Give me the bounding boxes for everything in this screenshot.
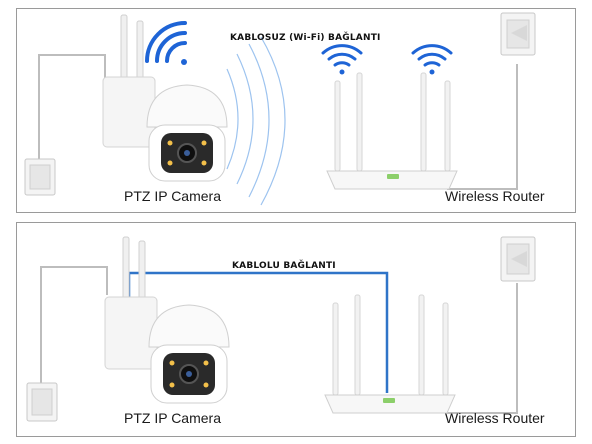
router-icon	[326, 72, 458, 190]
camera-label: PTZ IP Camera	[124, 188, 221, 204]
wired-connection-title: KABLOLU BAĞLANTI	[232, 261, 336, 271]
wifi-wave-arcs	[226, 36, 286, 206]
wireless-connection-title: KABLOSUZ (Wi-Fi) BAĞLANTI	[230, 33, 381, 43]
power-outlet-icon	[500, 236, 536, 282]
power-outlet-icon	[26, 382, 58, 422]
power-wires	[40, 266, 518, 414]
wifi-icon	[145, 21, 187, 65]
camera-label: PTZ IP Camera	[124, 410, 221, 426]
wireless-connection-panel: KABLOSUZ (Wi-Fi) BAĞLANTI PTZ IP Camera …	[16, 8, 576, 213]
power-outlet-icon	[24, 158, 56, 196]
wifi-icon	[411, 44, 453, 75]
wireless-diagram-art	[24, 12, 536, 206]
wired-diagram-art	[26, 236, 536, 422]
power-wires	[38, 54, 518, 190]
wired-connection-panel: KABLOLU BAĞLANTI PTZ IP Camera Wireless …	[16, 222, 576, 437]
wifi-icon	[321, 44, 363, 75]
power-outlet-icon	[500, 12, 536, 56]
router-icon	[324, 294, 456, 414]
security-camera-icon	[104, 236, 230, 404]
router-label: Wireless Router	[445, 410, 545, 426]
router-label: Wireless Router	[445, 188, 545, 204]
security-camera-icon	[102, 14, 228, 182]
